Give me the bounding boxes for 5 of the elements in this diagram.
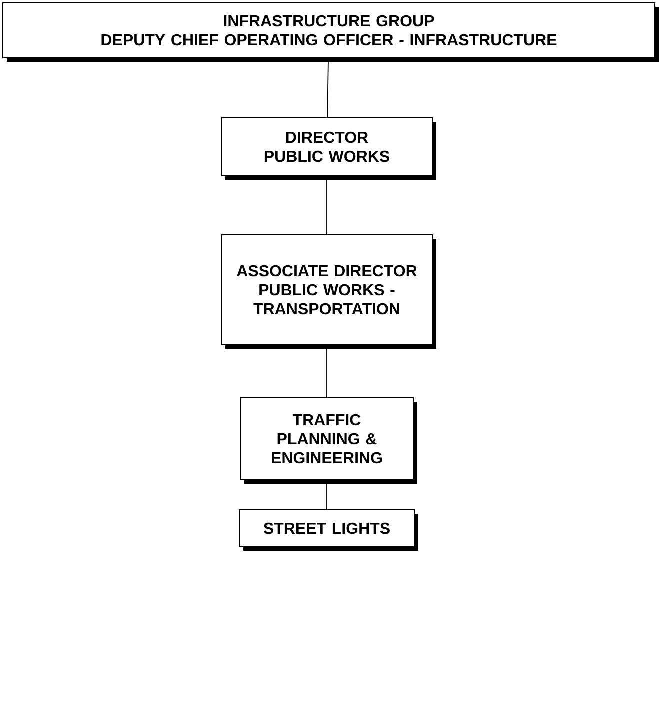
- org-box: DIRECTOR PUBLIC WORKS: [221, 118, 436, 180]
- org-box: INFRASTRUCTURE GROUP DEPUTY CHIEF OPERATING OFFICER - INFRASTRUCTURE: [2, 2, 659, 62]
- org-box: TRAFFIC PLANNING & ENGINEERING: [240, 398, 418, 484]
- org-box: ASSOCIATE DIRECTOR PUBLIC WORKS - TRANSPORTATION: [221, 234, 436, 349]
- org-box: STREET LIGHTS: [239, 510, 418, 551]
